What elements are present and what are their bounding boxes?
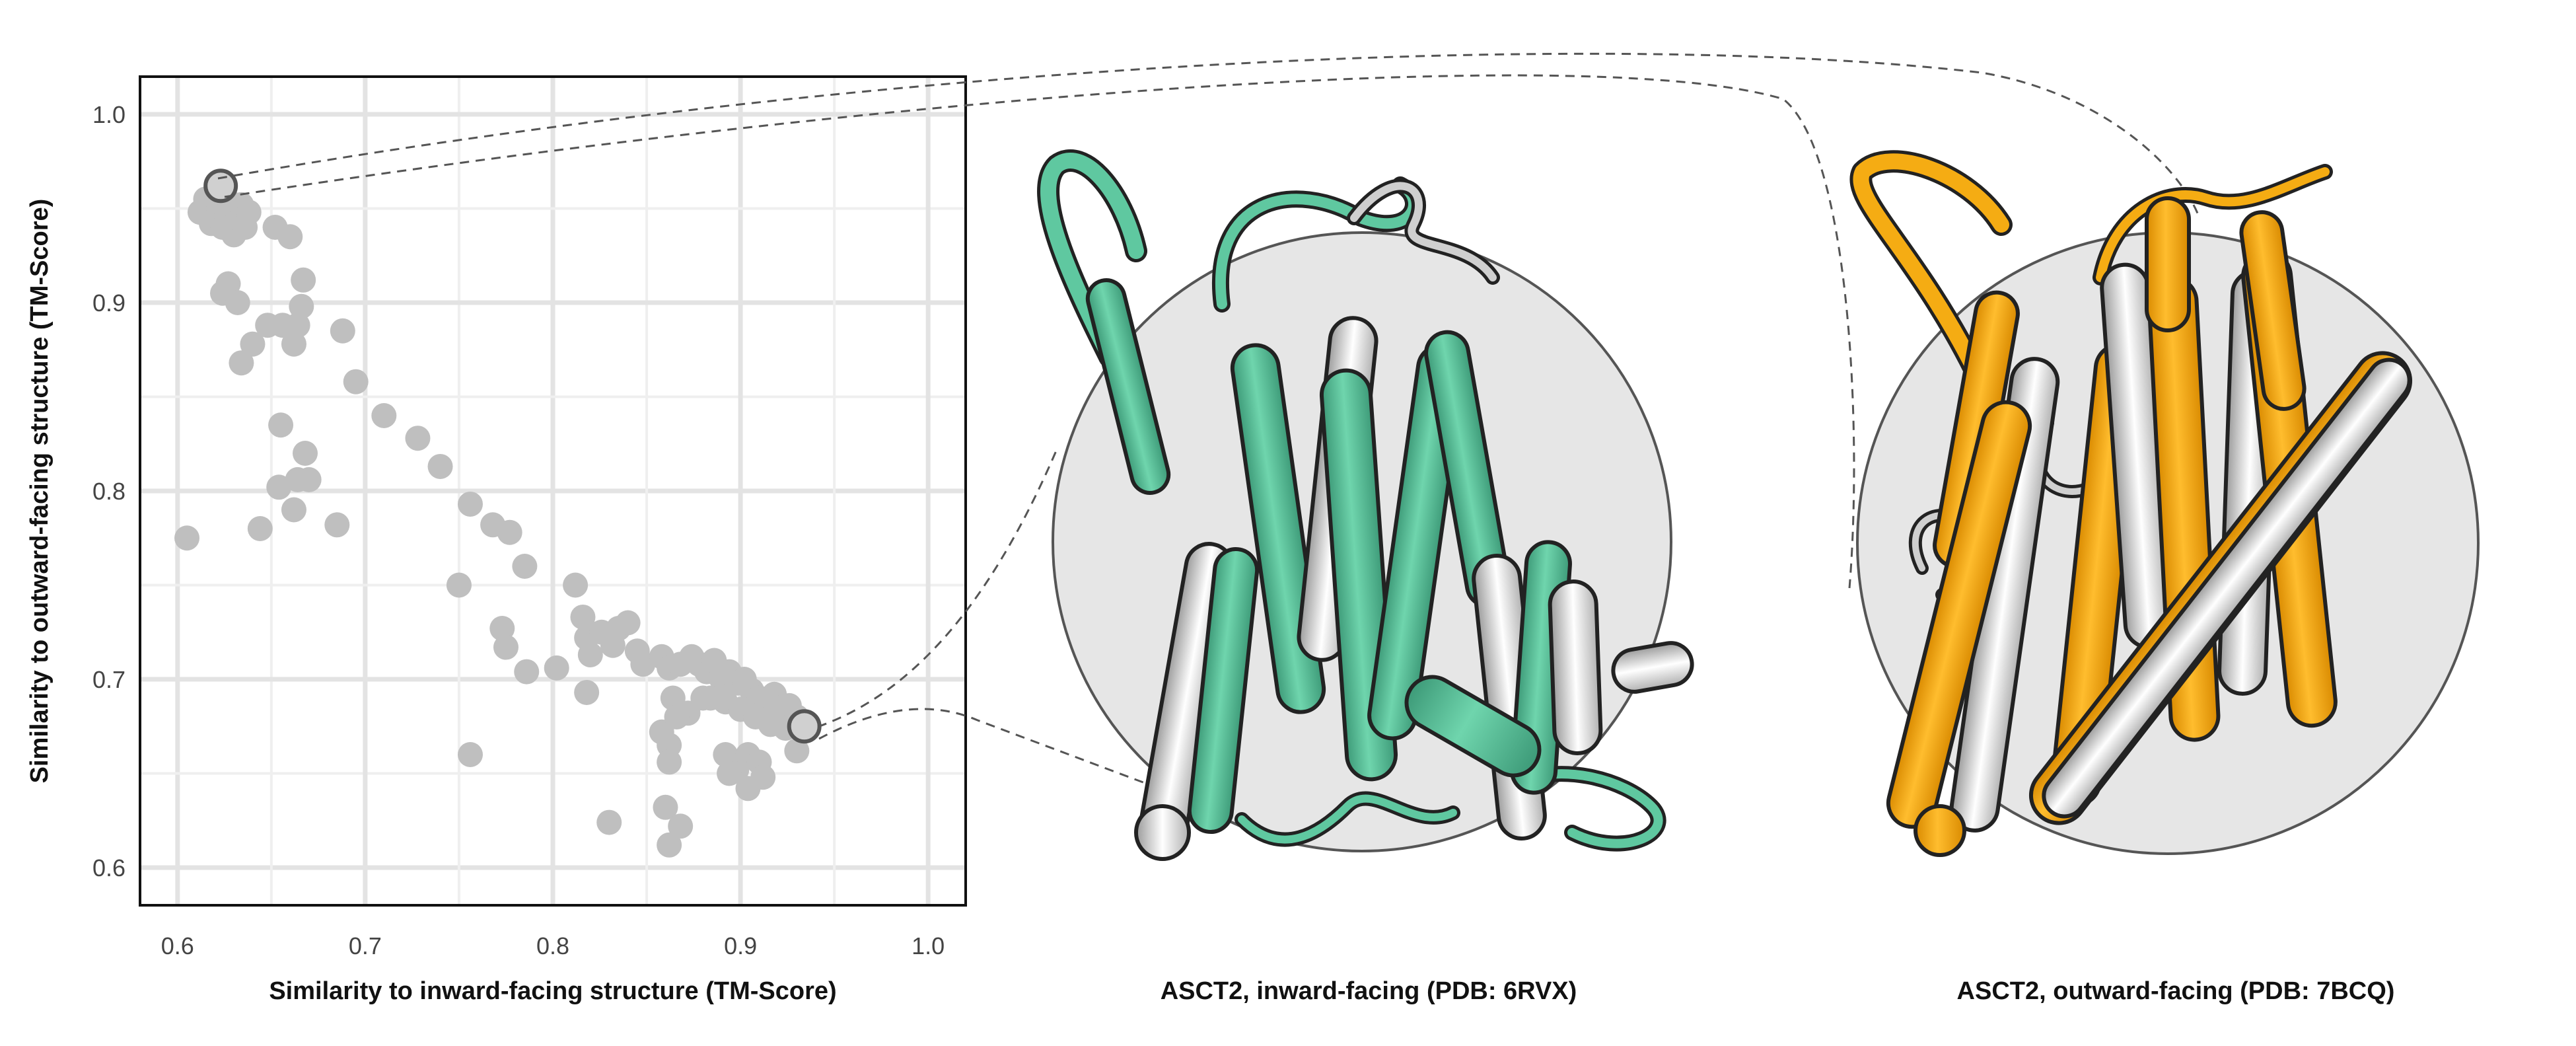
data-point [458, 491, 483, 517]
x-tick-label: 0.8 [536, 932, 569, 959]
x-tick-labels: 0.6 0.7 0.8 0.9 1.0 [161, 932, 945, 959]
outward-caption: ASCT2, outward-facing (PDB: 7BCQ) [1957, 977, 2395, 1005]
data-point [247, 516, 273, 541]
scatter-plot: 0.6 0.7 0.8 0.9 1.0 0.6 0.7 0.8 0.9 1.0 Similari… [26, 75, 967, 1005]
data-point [563, 572, 589, 598]
x-tick-label: 1.0 [912, 932, 945, 959]
x-tick-label: 0.9 [724, 932, 757, 959]
data-point [489, 616, 515, 642]
x-tick-label: 0.7 [349, 932, 382, 959]
outward-facing-structure-image: ASCT2, outward-facing (PDB: 7BCQ) [1849, 150, 2480, 1005]
data-point [266, 474, 292, 500]
data-point [630, 652, 656, 677]
inward-facing-structure-image: ASCT2, inward-facing (PDB: 6RVX) [1037, 149, 1694, 1005]
data-point [570, 604, 596, 630]
y-tick-label: 0.6 [92, 854, 125, 881]
connector-lines [217, 52, 2201, 791]
data-point [544, 655, 569, 681]
data-points [174, 168, 822, 858]
data-point [285, 313, 310, 338]
connector-outward-top [217, 52, 2201, 219]
data-point [657, 749, 682, 775]
data-point [240, 331, 266, 357]
data-point [514, 659, 540, 685]
data-point [343, 369, 369, 394]
data-point [512, 554, 538, 579]
data-point [458, 742, 483, 767]
data-point [268, 412, 294, 438]
data-point [293, 441, 318, 466]
data-point [750, 765, 776, 790]
x-axis-label: Similarity to inward-facing structure (T… [269, 977, 836, 1005]
y-tick-label: 0.7 [92, 666, 125, 693]
plot-frame [139, 75, 967, 907]
data-point [330, 318, 355, 344]
data-point [574, 679, 600, 705]
data-point [668, 813, 694, 839]
data-point [277, 224, 303, 250]
data-point [577, 642, 603, 667]
data-point [615, 610, 641, 636]
highlighted-data-point [203, 168, 238, 204]
data-point [225, 290, 250, 315]
y-axis-label: Similarity to outward-facing structure (… [26, 199, 54, 784]
data-point [690, 685, 716, 711]
connector-inward-top [817, 449, 1058, 728]
data-point [281, 331, 306, 357]
data-point [497, 519, 522, 545]
data-point [493, 634, 519, 660]
highlighted-data-point [787, 709, 822, 744]
data-point [236, 200, 262, 225]
inward-caption: ASCT2, inward-facing (PDB: 6RVX) [1161, 977, 1577, 1005]
y-tick-label: 1.0 [92, 101, 125, 128]
data-point [174, 525, 200, 551]
data-point [405, 426, 431, 451]
data-point [281, 497, 306, 523]
data-point [657, 832, 682, 858]
x-tick-label: 0.6 [161, 932, 194, 959]
data-point [289, 293, 314, 319]
data-point [427, 453, 453, 479]
data-point [664, 704, 690, 729]
plot-grid [140, 77, 966, 905]
y-tick-label: 0.9 [92, 289, 125, 317]
data-point [717, 761, 742, 786]
data-point [291, 267, 316, 293]
data-point [371, 403, 397, 428]
y-tick-label: 0.8 [92, 478, 125, 505]
data-point [446, 572, 472, 598]
data-point [229, 350, 254, 376]
data-point [596, 809, 622, 835]
data-point [324, 512, 350, 538]
data-point [296, 467, 322, 492]
data-point [653, 794, 678, 820]
data-point [784, 738, 810, 764]
y-tick-labels: 0.6 0.7 0.8 0.9 1.0 [92, 101, 125, 881]
